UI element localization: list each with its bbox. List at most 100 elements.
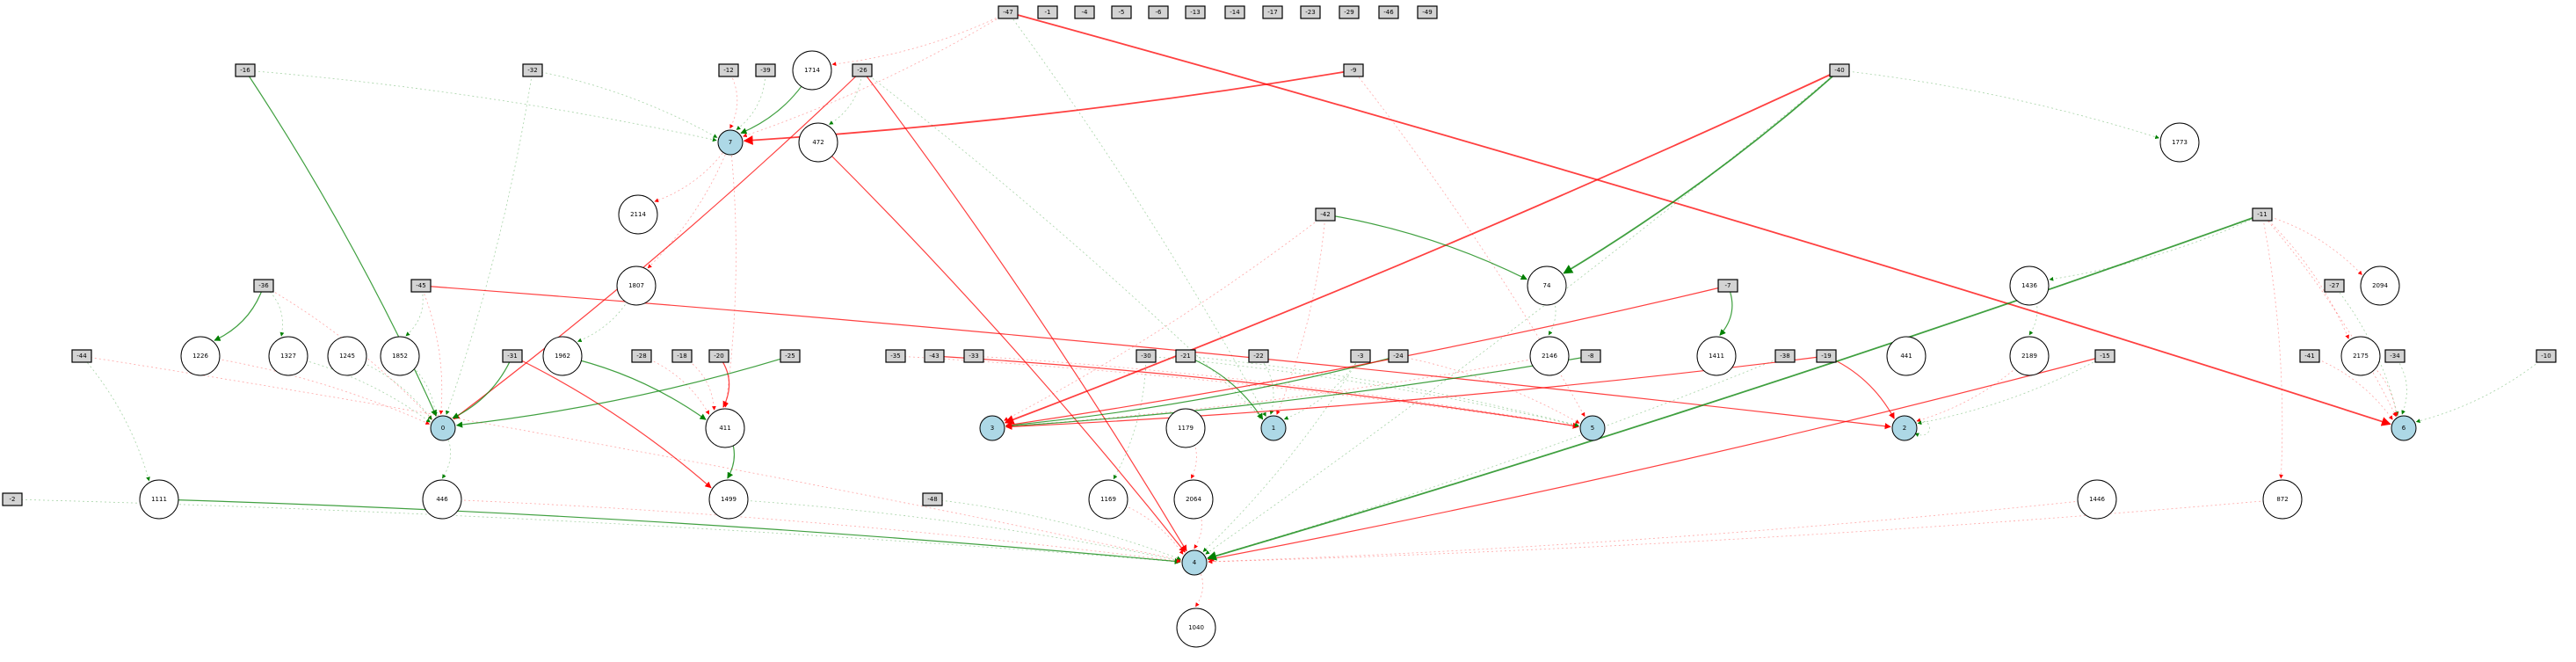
input-node: -3 — [1350, 349, 1371, 363]
edge-i-30-to-o5 — [1145, 355, 1579, 427]
input-node: -42 — [1315, 207, 1336, 222]
input-node-label: -38 — [1780, 353, 1789, 360]
hidden-node-circle — [327, 336, 367, 376]
hidden-node-circle — [618, 194, 658, 235]
hidden-node-label: 1962 — [555, 353, 570, 360]
input-node-label: -24 — [1393, 353, 1404, 360]
input-node-box — [671, 349, 693, 363]
input-node-label: -34 — [2390, 353, 2400, 360]
edge-i-36-to-o0 — [263, 285, 432, 420]
hidden-node: 441 — [1886, 336, 1927, 376]
hidden-node: 1245 — [327, 336, 367, 376]
input-node-label: -45 — [416, 282, 425, 289]
edge-i-40-to-1773 — [1839, 69, 2159, 140]
hidden-node: 872 — [2262, 479, 2303, 520]
output-node: 2 — [1891, 415, 1918, 441]
edge-layer — [11, 11, 2547, 607]
hidden-node-circle — [2009, 336, 2050, 376]
input-node: -19 — [1816, 349, 1837, 363]
input-node: -22 — [1248, 349, 1269, 363]
input-node: -45 — [410, 279, 432, 293]
hidden-node: 1436 — [2009, 266, 2050, 306]
hidden-node-circle — [1173, 479, 1214, 520]
input-node: -9 — [1343, 63, 1364, 77]
edge-i-24-to-o3 — [1005, 355, 1399, 429]
edge-i-42-to-n74 — [1324, 214, 1527, 280]
input-node-box — [1300, 5, 1321, 19]
output-node-circle — [979, 415, 1005, 441]
input-node-box — [998, 5, 1019, 19]
hidden-node-label: 1714 — [804, 67, 820, 74]
hidden-node: 2189 — [2009, 336, 2050, 376]
edge-i-11-to-o6 — [2261, 214, 2397, 418]
edge-i-44-to-o4 — [81, 355, 1181, 562]
input-node-label: -23 — [1305, 9, 1315, 16]
input-node-label: -29 — [1344, 9, 1353, 16]
input-node-box — [1111, 5, 1132, 19]
edge-i-19-to-o2 — [1825, 355, 1895, 419]
hidden-node-label: 872 — [2276, 496, 2288, 503]
hidden-node: 2175 — [2340, 336, 2381, 376]
hidden-node: 1179 — [1165, 408, 1206, 448]
hidden-node-circle — [542, 336, 583, 376]
hidden-node-label: 2094 — [2372, 282, 2388, 289]
input-node-label: -41 — [2304, 353, 2314, 360]
edge-i-7-to-1411 — [1719, 285, 1733, 336]
edge-i-11-to-n872 — [2261, 214, 2283, 479]
input-node-box — [1717, 279, 1738, 293]
hidden-node-label: 1852 — [392, 353, 408, 360]
input-node-label: -14 — [1230, 9, 1240, 16]
input-node-label: -46 — [1383, 9, 1394, 16]
edge-i-38-to-o4 — [1207, 355, 1786, 559]
input-node: -32 — [522, 63, 543, 77]
input-node: -11 — [2252, 207, 2273, 222]
input-node: -10 — [2536, 349, 2557, 363]
input-node: -13 — [1185, 5, 1206, 19]
hidden-node-label: 2175 — [2353, 353, 2369, 360]
edge-i-9-to-o5 — [1353, 69, 1586, 418]
edge-i-26-to-o0 — [453, 69, 863, 420]
hidden-node-circle — [798, 122, 838, 163]
hidden-node: 472 — [798, 122, 838, 163]
input-node-box — [1037, 5, 1058, 19]
edge-i-39-to-o7 — [736, 69, 766, 130]
input-node: -7 — [1717, 279, 1738, 293]
edge-i-35-to-o5 — [895, 355, 1579, 429]
hidden-node: 1852 — [380, 336, 420, 376]
edge-1852-to-o0 — [399, 355, 438, 417]
edge-i-21-to-o1 — [1185, 355, 1264, 420]
hidden-node: 2146 — [1529, 336, 1570, 376]
hidden-node: 2094 — [2360, 266, 2400, 306]
hidden-node-circle — [1886, 336, 1927, 376]
input-node-label: -49 — [1422, 9, 1432, 16]
input-node-label: -17 — [1267, 9, 1277, 16]
input-node: -36 — [253, 279, 274, 293]
hidden-node-circle — [268, 336, 308, 376]
input-node-box — [410, 279, 432, 293]
input-node: -17 — [1262, 5, 1283, 19]
output-node: 4 — [1181, 549, 1208, 576]
hidden-node-label: 1499 — [721, 496, 737, 503]
edge-i-15-to-o4 — [1207, 355, 2106, 562]
hidden-node-label: 1327 — [280, 353, 296, 360]
input-node: -38 — [1774, 349, 1796, 363]
hidden-node-circle — [422, 479, 462, 520]
input-node: -2 — [2, 492, 23, 506]
input-node-box — [852, 63, 873, 77]
output-node: 5 — [1579, 415, 1606, 441]
input-node: -20 — [708, 349, 729, 363]
hidden-node-circle — [792, 50, 832, 91]
hidden-node-circle — [705, 408, 745, 448]
hidden-node: 1962 — [542, 336, 583, 376]
input-node: -41 — [2299, 349, 2320, 363]
hidden-node: 1111 — [139, 479, 179, 520]
edge-i-45-to-1852 — [405, 285, 424, 337]
hidden-node: 1714 — [792, 50, 832, 91]
edge-i-26-to-o1 — [861, 69, 1264, 419]
edge--47-to-o6 — [1007, 11, 2391, 426]
edge-i-2-to-o4 — [11, 498, 1181, 564]
input-node: -47 — [998, 5, 1019, 19]
edge-i-32-to-o7 — [532, 69, 718, 138]
edge-i-36-to-1327 — [263, 285, 285, 337]
hidden-node: 1446 — [2077, 479, 2117, 520]
